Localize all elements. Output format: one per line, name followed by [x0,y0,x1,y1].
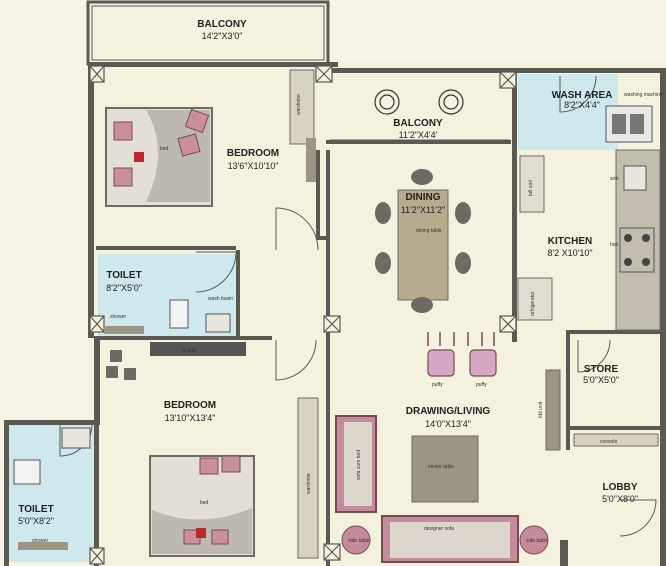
bed-1-cover [146,110,210,202]
wc-2 [13,459,41,485]
cushion [211,529,229,545]
drawing-dims: 14'0"X13'4" [425,419,471,429]
bed-accent [134,152,144,162]
bar-stools [427,332,495,346]
balcony-chairs [374,89,464,115]
dining-table [397,189,449,301]
bedroom-1-name: BEDROOM [227,148,279,159]
dining-dims: 11'2"X11'2" [401,205,446,215]
bedroom-1-dims: 13'6"X10'10" [228,161,279,171]
puffy-label: puffy [476,382,487,388]
balcony-mid-dims: 11'2"X4'4' [399,130,438,140]
bed-accent [196,528,206,538]
tv-unit-2 [150,342,246,356]
centre-table [411,435,479,503]
shelf [124,368,136,380]
dining-table-label: dining table [416,228,442,234]
refrigerator-label: refrigerator [530,291,536,316]
wash-area-floor [518,74,618,150]
kitchen-dims: 8'2 X10'10" [547,248,592,258]
drawing-name: DRAWING/LIVING [406,406,491,417]
balcony-top-name: BALCONY [197,19,247,30]
wardrobe-1-label: wardrobe [296,94,302,115]
side-table-left [341,525,371,555]
balcony-top-dims: 14'2"X3'0" [202,31,243,41]
puffy-label: puffy [432,382,443,388]
tall-unit [519,155,545,213]
shower-2-label: shower [32,538,48,544]
cushion [177,133,201,157]
side-table-label: side table [526,538,548,544]
designer-sofa-label: designer sofa [424,526,454,532]
ldd-unit [545,369,561,451]
lobby-name: LOBBY [603,482,638,493]
wash-basin-2 [61,427,91,449]
balcony-top-inner [91,5,325,61]
wardrobe-2-label: wardrobe [306,473,312,494]
bed-2-label: bed [200,500,209,506]
store-name: STORE [584,364,619,375]
sink-label: sink [610,176,619,182]
designer-sofa-seat [390,522,510,558]
tall-unit-label: tall unit [528,180,534,196]
bed-1-label: bed [160,146,169,152]
ldd-unit-label: ldd unit [538,401,544,418]
bedroom-2-name: BEDROOM [164,400,216,411]
sink-icon [623,165,647,191]
shower-1 [104,326,144,334]
hob-icon [619,227,655,273]
wash-basin-1 [205,313,231,333]
balcony-mid-name: BALCONY [393,118,443,129]
wash-area-name: WASH AREA [552,90,613,101]
cushion [184,108,210,134]
dining-chairs [375,169,471,313]
walls [4,62,666,566]
toilet-2-name: TOILET [18,504,53,515]
washer-door [612,114,626,134]
pillow [113,121,133,141]
side-table-label: side table [348,538,370,544]
dryer-door [630,114,644,134]
wc-1 [169,299,189,329]
sofa-cum-bed-seat [344,422,372,506]
pillow [113,167,133,187]
washing-machine-label: washing machine [624,92,663,98]
toilet-1-dims: 8'2"X5'0" [106,283,142,293]
wash-area-dims: 8'2"X4'4" [564,100,600,110]
hob-label: hob [610,242,619,248]
tv-unit-label: tv unit [182,348,196,354]
centre-table-label: center table [428,464,454,470]
pillow [221,455,241,473]
shower-2 [18,542,68,550]
toilet-2-dims: 5'0"X8'2" [18,516,54,526]
window-markers [89,65,517,565]
wardrobe-1 [289,69,315,145]
store-dims: 5'0"X5'0" [583,375,619,385]
lobby-dims: 5'0"X8'0" [602,494,638,504]
sofa-label: sofa cum bed [356,450,362,480]
balcony-top-outline [86,0,330,66]
refrigerator [517,277,553,321]
shelf [110,350,122,362]
wardrobe-2 [297,397,319,559]
console-label: console [600,439,617,445]
shower-1-label: shower [110,314,126,320]
puffies [427,349,497,377]
bedroom-2-dims: 13'10"X13'4" [165,413,216,423]
dining-name: DINING [406,192,441,203]
tv-unit-1 [306,138,316,182]
kitchen-name: KITCHEN [548,236,592,247]
shelf [106,366,118,378]
toilet-1-name: TOILET [106,270,141,281]
wash-basin-label: wash basin [208,296,233,302]
console [573,433,659,447]
room-labels: BALCONY 14'2"X3'0" BALCONY 11'2"X4'4' WA… [18,19,638,526]
side-table-right [519,525,549,555]
pillow [199,457,219,475]
